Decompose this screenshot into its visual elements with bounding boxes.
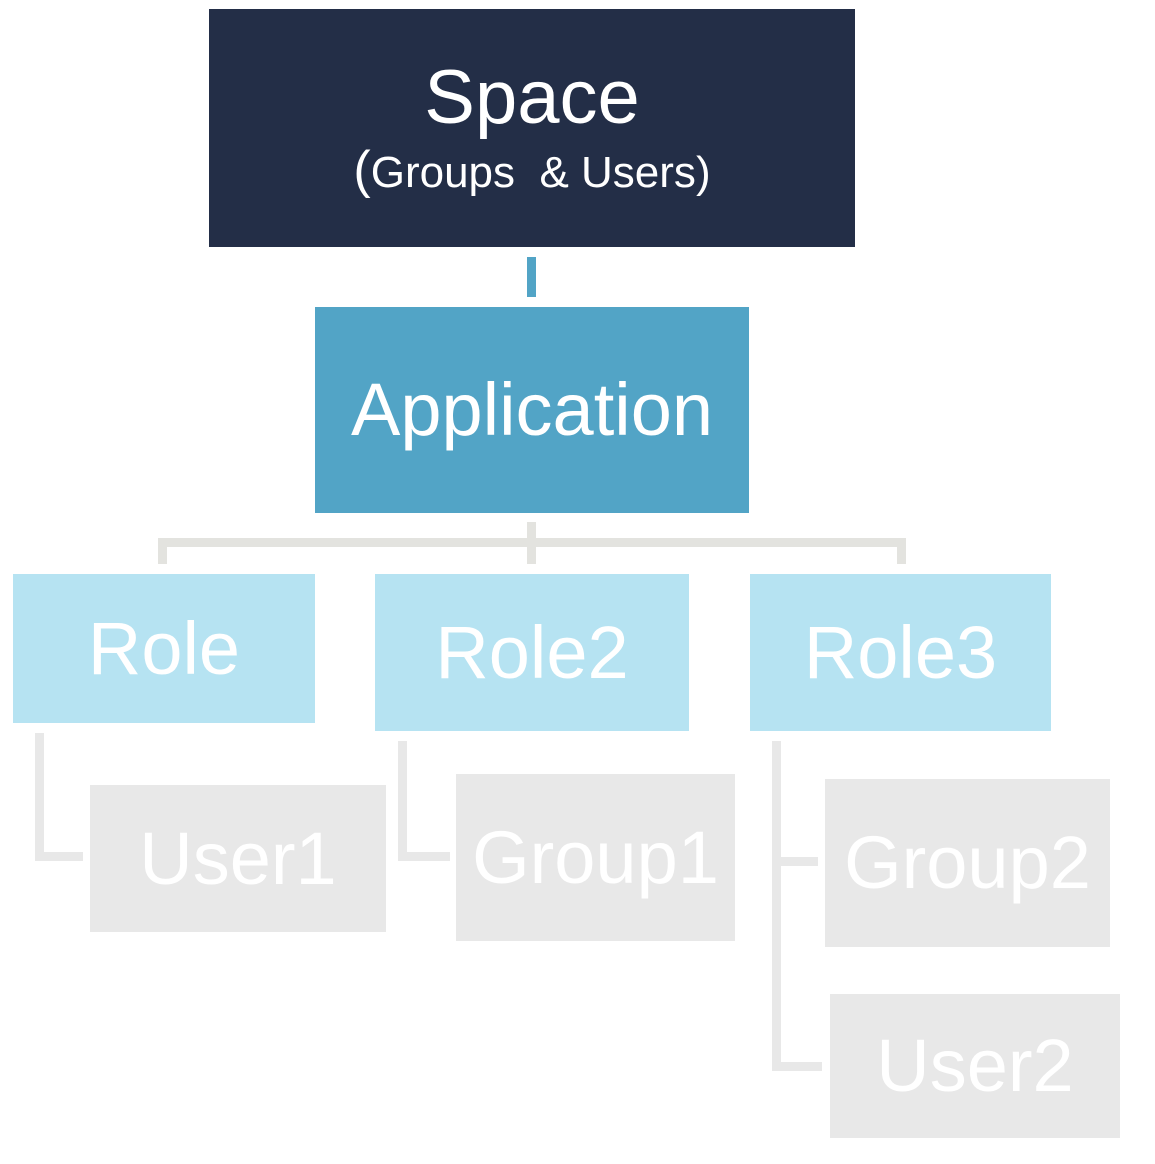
connector-role3-user2 <box>772 1062 822 1071</box>
connector-role3-drop <box>897 538 906 564</box>
member-label: Group1 <box>472 815 719 899</box>
application-label: Application <box>350 368 713 451</box>
connector-role2-vertical <box>398 741 407 861</box>
member-label: User2 <box>876 1024 1074 1107</box>
member-node-group1: Group1 <box>456 774 735 941</box>
role-node-2: Role2 <box>375 574 689 731</box>
connector-role1-drop <box>158 538 167 564</box>
space-subtitle: (Groups & Users) <box>353 144 710 196</box>
space-title: Space <box>424 55 640 140</box>
role-node-1: Role <box>13 574 315 723</box>
role-label: Role2 <box>435 610 629 694</box>
connector-role2-group1 <box>398 852 450 861</box>
connector-space-application <box>527 257 536 297</box>
member-node-user2: User2 <box>830 994 1120 1138</box>
member-label: Group2 <box>844 821 1091 904</box>
connector-role3-group2 <box>772 857 818 866</box>
space-node: Space (Groups & Users) <box>209 9 855 247</box>
space-subtitle-text: Groups & Users <box>370 148 696 197</box>
member-label: User1 <box>139 816 337 900</box>
member-node-group2: Group2 <box>825 779 1110 947</box>
connector-role1-vertical <box>35 733 44 861</box>
application-node: Application <box>315 307 749 513</box>
role-label: Role3 <box>803 610 998 694</box>
connector-role1-user1 <box>35 852 83 861</box>
member-node-user1: User1 <box>90 785 386 932</box>
connector-role3-vertical <box>772 741 781 1071</box>
role-node-3: Role3 <box>750 574 1051 731</box>
space-subtitle-open: ( <box>353 141 371 199</box>
connector-role-bus <box>158 538 906 547</box>
role-label: Role <box>87 606 241 690</box>
space-subtitle-close: ) <box>695 148 711 197</box>
